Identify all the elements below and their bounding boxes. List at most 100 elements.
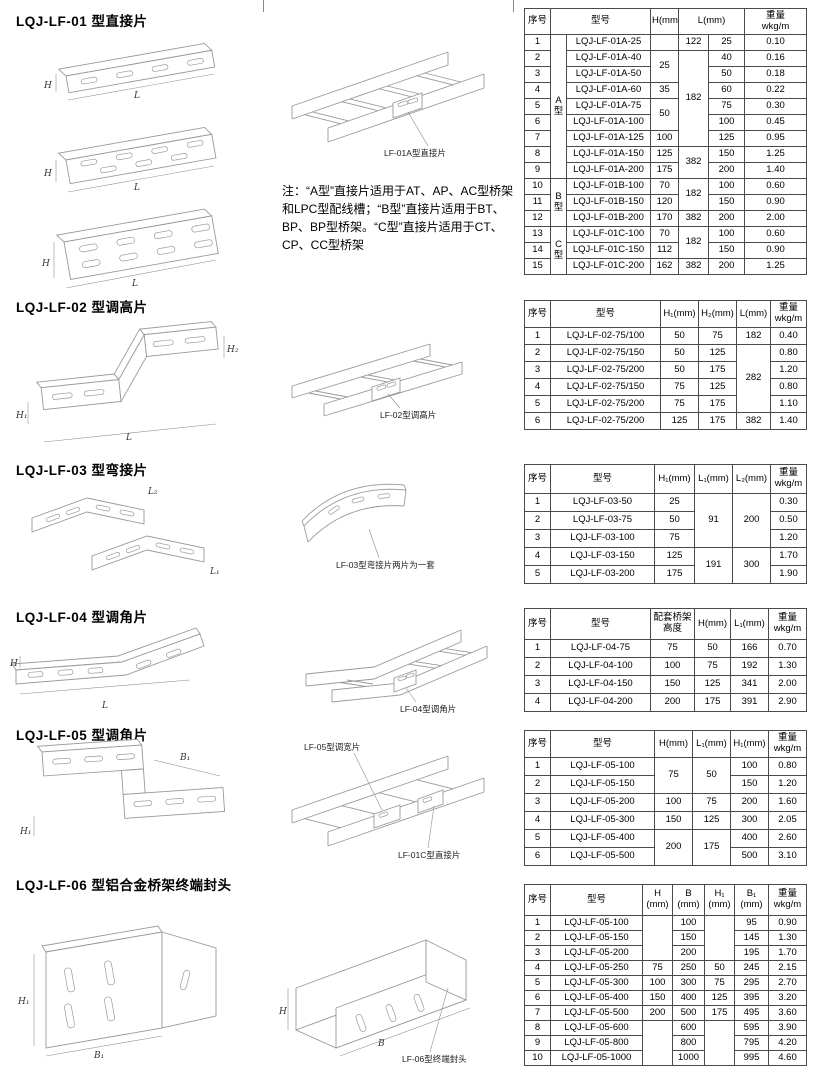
lf01-left-drawing: H L H L H [41, 42, 219, 289]
table-cell: 25 [708, 34, 746, 51]
section-title-lf05: LQJ-LF-05 型调角片 [16, 728, 148, 743]
table-cell: 14 [524, 242, 551, 259]
dim-label-l: L [125, 433, 132, 443]
table-cell: LQJ-LF-05-500 [550, 1005, 643, 1021]
table-cell: LQJ-LF-05-1000 [550, 1050, 643, 1066]
table-cell: 60 [708, 82, 746, 99]
table-cell: LQJ-LF-02-75/200 [550, 412, 661, 430]
column-header: L₁(mm) [694, 464, 733, 494]
table-cell: 9 [524, 1035, 551, 1051]
table-cell: LQJ-LF-05-400 [550, 829, 655, 848]
table-cell: 35 [650, 82, 680, 99]
table-cell: 200 [642, 1005, 673, 1021]
table-cell: 382 [678, 146, 710, 179]
table-cell: 0.30 [770, 493, 807, 512]
table-cell: 75 [694, 657, 731, 676]
lf04-middle-drawing: LF-04型调角片 [305, 629, 488, 714]
table-cell: 2.90 [768, 693, 807, 712]
table-cell: 295 [734, 975, 769, 991]
part-label-lf01c: LF-01C型直接片 [398, 850, 460, 860]
dim-label-l: L [133, 91, 140, 101]
bend-piece [301, 483, 407, 543]
table-cell: 175 [698, 395, 737, 413]
table-cell: 40 [708, 50, 746, 67]
table-cell: 112 [650, 242, 680, 259]
table-cell: 5 [524, 565, 551, 584]
table-cell: 341 [730, 675, 769, 694]
table-cell: 0.18 [744, 66, 808, 83]
part-label-lf06: LF-06型终端封头 [402, 1054, 467, 1064]
table-cell: 25 [654, 493, 695, 512]
table-cell: 50 [708, 66, 746, 83]
section-title-lf01: LQJ-LF-01 型直接片 [16, 14, 148, 29]
table-cell: 200 [654, 829, 693, 866]
table-cell: 200 [672, 945, 705, 961]
lf05-left-drawing: B₁ H₁ [19, 738, 226, 837]
table-cell: 162 [650, 258, 680, 275]
table-cell: 0.45 [744, 114, 808, 131]
table-cell: A 型 [550, 34, 567, 179]
table-cell: LQJ-LF-05-150 [550, 775, 655, 794]
table-cell: 391 [730, 693, 769, 712]
table-cell: 2.00 [768, 675, 807, 694]
table-cell: 70 [650, 178, 680, 195]
table-cell: 2.60 [768, 829, 807, 848]
column-header: L₁(mm) [730, 608, 769, 640]
table-cell: 2.15 [768, 960, 807, 976]
dim-label-h: H [43, 169, 52, 179]
table-cell: 0.70 [768, 639, 807, 658]
table-cell: 5 [524, 395, 551, 413]
table-cell: LQJ-LF-02-75/150 [550, 378, 661, 396]
table-cell: 1.70 [768, 945, 807, 961]
dim-label-h: H [278, 1007, 287, 1017]
table-cell: 300 [730, 811, 769, 830]
table-cell: LQJ-LF-03-50 [550, 493, 655, 512]
table-cell: LQJ-LF-01C-100 [565, 226, 652, 243]
table-cell: LQJ-LF-01A-75 [565, 98, 652, 115]
table-cell: 3.60 [768, 1005, 807, 1021]
table-cell: C 型 [550, 226, 567, 275]
table-cell: 25 [650, 50, 680, 83]
dim-label-b1: B₁ [179, 753, 190, 763]
table-cell: LQJ-LF-02-75/100 [550, 327, 661, 345]
table-cell: 15 [524, 258, 551, 275]
lf02-strip [35, 321, 219, 411]
table-cell: LQJ-LF-03-75 [550, 511, 655, 530]
column-header: 序号 [524, 8, 551, 35]
dim-label-h: H [43, 81, 52, 91]
dim-label-h: H [41, 259, 50, 269]
table-cell: 75 [704, 975, 735, 991]
table-cell: LQJ-LF-01A-40 [565, 50, 652, 67]
table-cell: 2 [524, 930, 551, 946]
table-cell: 125 [654, 547, 695, 566]
column-header: H(mm) [650, 8, 680, 35]
table-cell: 6 [524, 412, 551, 430]
table-cell: 0.30 [744, 98, 808, 115]
table-cell: LQJ-LF-04-200 [550, 693, 651, 712]
table-cell: 13 [524, 226, 551, 243]
table-cell: 100 [730, 757, 769, 776]
table-cell: 10 [524, 178, 551, 195]
lf03-middle-drawing: LF-03型弯接片两片为一套 [301, 483, 435, 570]
table-cell: 50 [692, 757, 731, 794]
table-cell: LQJ-LF-02-75/200 [550, 361, 661, 379]
table-cell: 0.10 [744, 34, 808, 51]
lf03-piece-b [91, 535, 205, 571]
table-cell: 182 [678, 178, 710, 211]
table-cell: 1.20 [770, 529, 807, 548]
column-header: 序号 [524, 730, 551, 758]
table-cell [704, 915, 735, 961]
table-cell: 75 [660, 378, 699, 396]
table-cell: 0.80 [768, 757, 807, 776]
table-cell: 1 [524, 34, 551, 51]
table-cell: 75 [708, 98, 746, 115]
table-cell: 145 [734, 930, 769, 946]
dim-label-h1: H₁ [15, 411, 27, 421]
table-cell: 0.90 [768, 915, 807, 931]
lf05-middle-drawing: LF-05型调宽片 LF-01C型直接片 [291, 742, 485, 860]
dim-label-b: B [377, 1039, 385, 1049]
table-cell: 125 [694, 675, 731, 694]
table-cell: 50 [704, 960, 735, 976]
